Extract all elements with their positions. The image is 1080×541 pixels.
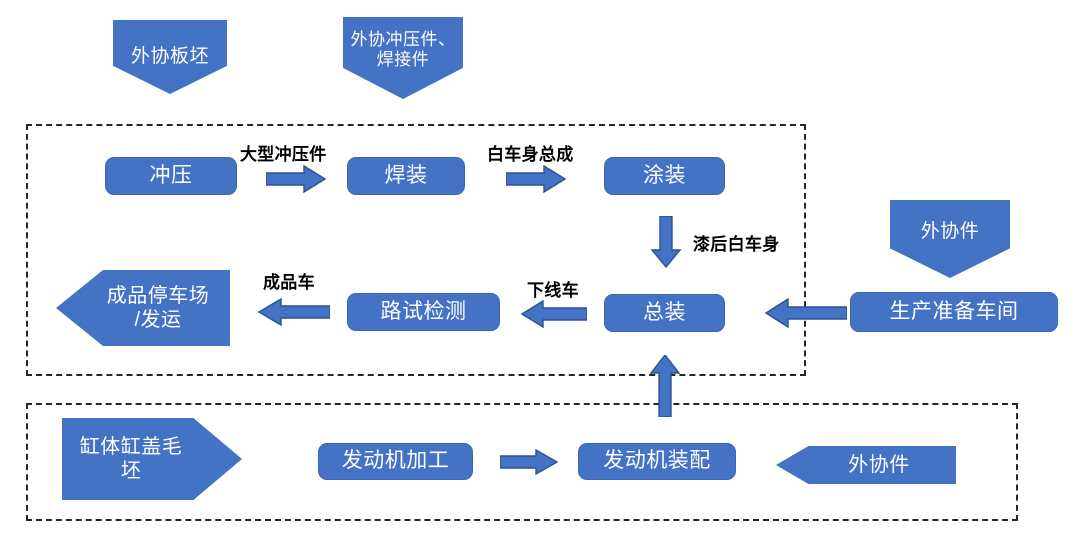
pentagon-outsourced-parts-right[interactable]: 外协件 xyxy=(890,200,1010,278)
arrow-engine-to-final-assembly xyxy=(649,355,681,417)
group-box-vehicle-plant xyxy=(26,124,806,376)
arrow-machining-to-assembly xyxy=(500,449,558,475)
edge-label-body-in-white: 白车身总成 xyxy=(487,145,574,164)
edge-label-large-stampings: 大型冲压件 xyxy=(240,145,327,164)
arrow-painting-to-final-assembly xyxy=(650,216,682,268)
pentagon-outsourced-parts-bottom[interactable]: 外协件 xyxy=(776,446,956,484)
process-engine-machining[interactable]: 发动机加工 xyxy=(318,443,473,480)
arrow-welding-to-painting xyxy=(506,165,566,193)
arrow-final-assembly-to-road-test xyxy=(521,300,587,328)
process-welding[interactable]: 焊装 xyxy=(347,157,465,195)
process-production-prep-shop[interactable]: 生产准备车间 xyxy=(850,292,1058,332)
process-final-assembly[interactable]: 总装 xyxy=(604,294,725,332)
process-engine-assembly[interactable]: 发动机装配 xyxy=(578,443,736,480)
arrow-prep-shop-to-final-assembly xyxy=(765,298,847,328)
edge-label-offline-vehicle: 下线车 xyxy=(527,281,579,300)
arrow-road-test-to-yard xyxy=(258,298,330,326)
process-painting[interactable]: 涂装 xyxy=(604,157,725,195)
process-stamping[interactable]: 冲压 xyxy=(105,157,237,195)
arrow-stamping-to-welding xyxy=(266,165,326,193)
process-road-test[interactable]: 路试检测 xyxy=(347,293,500,331)
group-box-engine-plant xyxy=(26,403,1018,521)
pentagon-outsourced-slab[interactable]: 外协板坯 xyxy=(113,20,227,94)
edge-label-finished-vehicle: 成品车 xyxy=(263,273,315,292)
pentagon-outsourced-stamping-welding[interactable]: 外协冲压件、 焊接件 xyxy=(343,17,463,99)
edge-label-painted-body: 漆后白车身 xyxy=(693,235,780,254)
